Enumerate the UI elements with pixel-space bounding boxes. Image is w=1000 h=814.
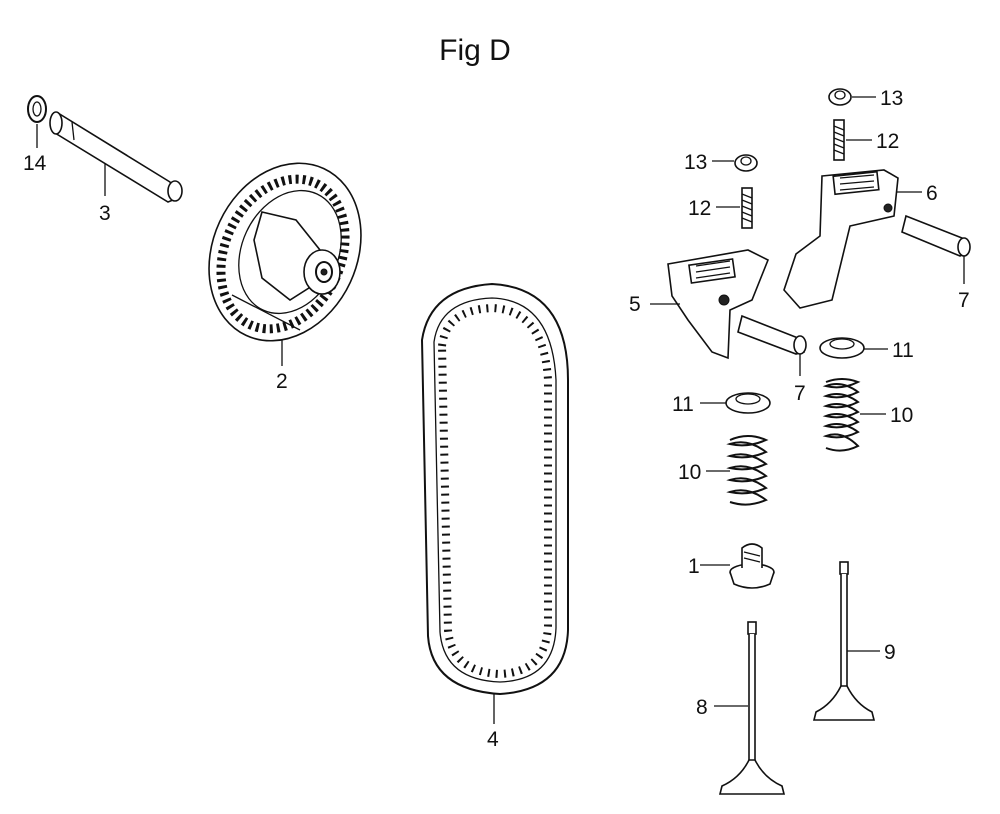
part-10-spring-right — [822, 378, 861, 452]
callout-11-right: 11 — [892, 339, 914, 362]
callout-6: 6 — [926, 182, 938, 205]
part-13-nut-lower — [734, 154, 758, 172]
callout-7-lower: 7 — [794, 382, 806, 405]
leader-lines — [36, 96, 965, 724]
part-14-seal-ring — [27, 95, 47, 123]
callout-10-left: 10 — [678, 461, 701, 484]
part-4-timing-belt — [420, 282, 569, 696]
callout-2: 2 — [276, 370, 288, 393]
part-1-stem-seal — [729, 543, 775, 589]
part-12-stud-lower — [741, 187, 753, 229]
callout-12-upper: 12 — [876, 130, 899, 153]
part-6-rocker-arm — [783, 169, 899, 309]
callout-3: 3 — [99, 202, 111, 225]
part-2-cam-pulley — [208, 162, 362, 342]
callout-7-upper: 7 — [958, 289, 970, 312]
part-13-nut-upper — [828, 88, 852, 106]
part-7-pivot-pin-lower — [737, 314, 807, 355]
callout-8: 8 — [696, 696, 708, 719]
part-7-pivot-pin-upper — [901, 214, 971, 257]
part-8-valve — [718, 621, 786, 795]
part-11-retainer-right — [819, 337, 865, 359]
callout-12-lower: 12 — [688, 197, 711, 220]
callout-10-right: 10 — [890, 404, 913, 427]
part-12-stud-upper — [833, 119, 845, 161]
callout-11-left: 11 — [672, 393, 694, 416]
part-3-shaft — [49, 111, 183, 203]
part-9-valve — [812, 561, 876, 721]
callout-5: 5 — [629, 293, 641, 316]
part-11-retainer-left — [725, 392, 771, 414]
callout-13-upper: 13 — [880, 87, 903, 110]
part-10-spring-left — [726, 435, 769, 506]
callout-4: 4 — [487, 728, 499, 751]
callout-13-lower: 13 — [684, 151, 707, 174]
callout-1: 1 — [688, 555, 700, 578]
figure-title: Fig D — [439, 34, 511, 67]
part-5-rocker-arm — [667, 249, 770, 360]
callout-14: 14 — [23, 152, 47, 175]
callout-9: 9 — [884, 641, 896, 664]
